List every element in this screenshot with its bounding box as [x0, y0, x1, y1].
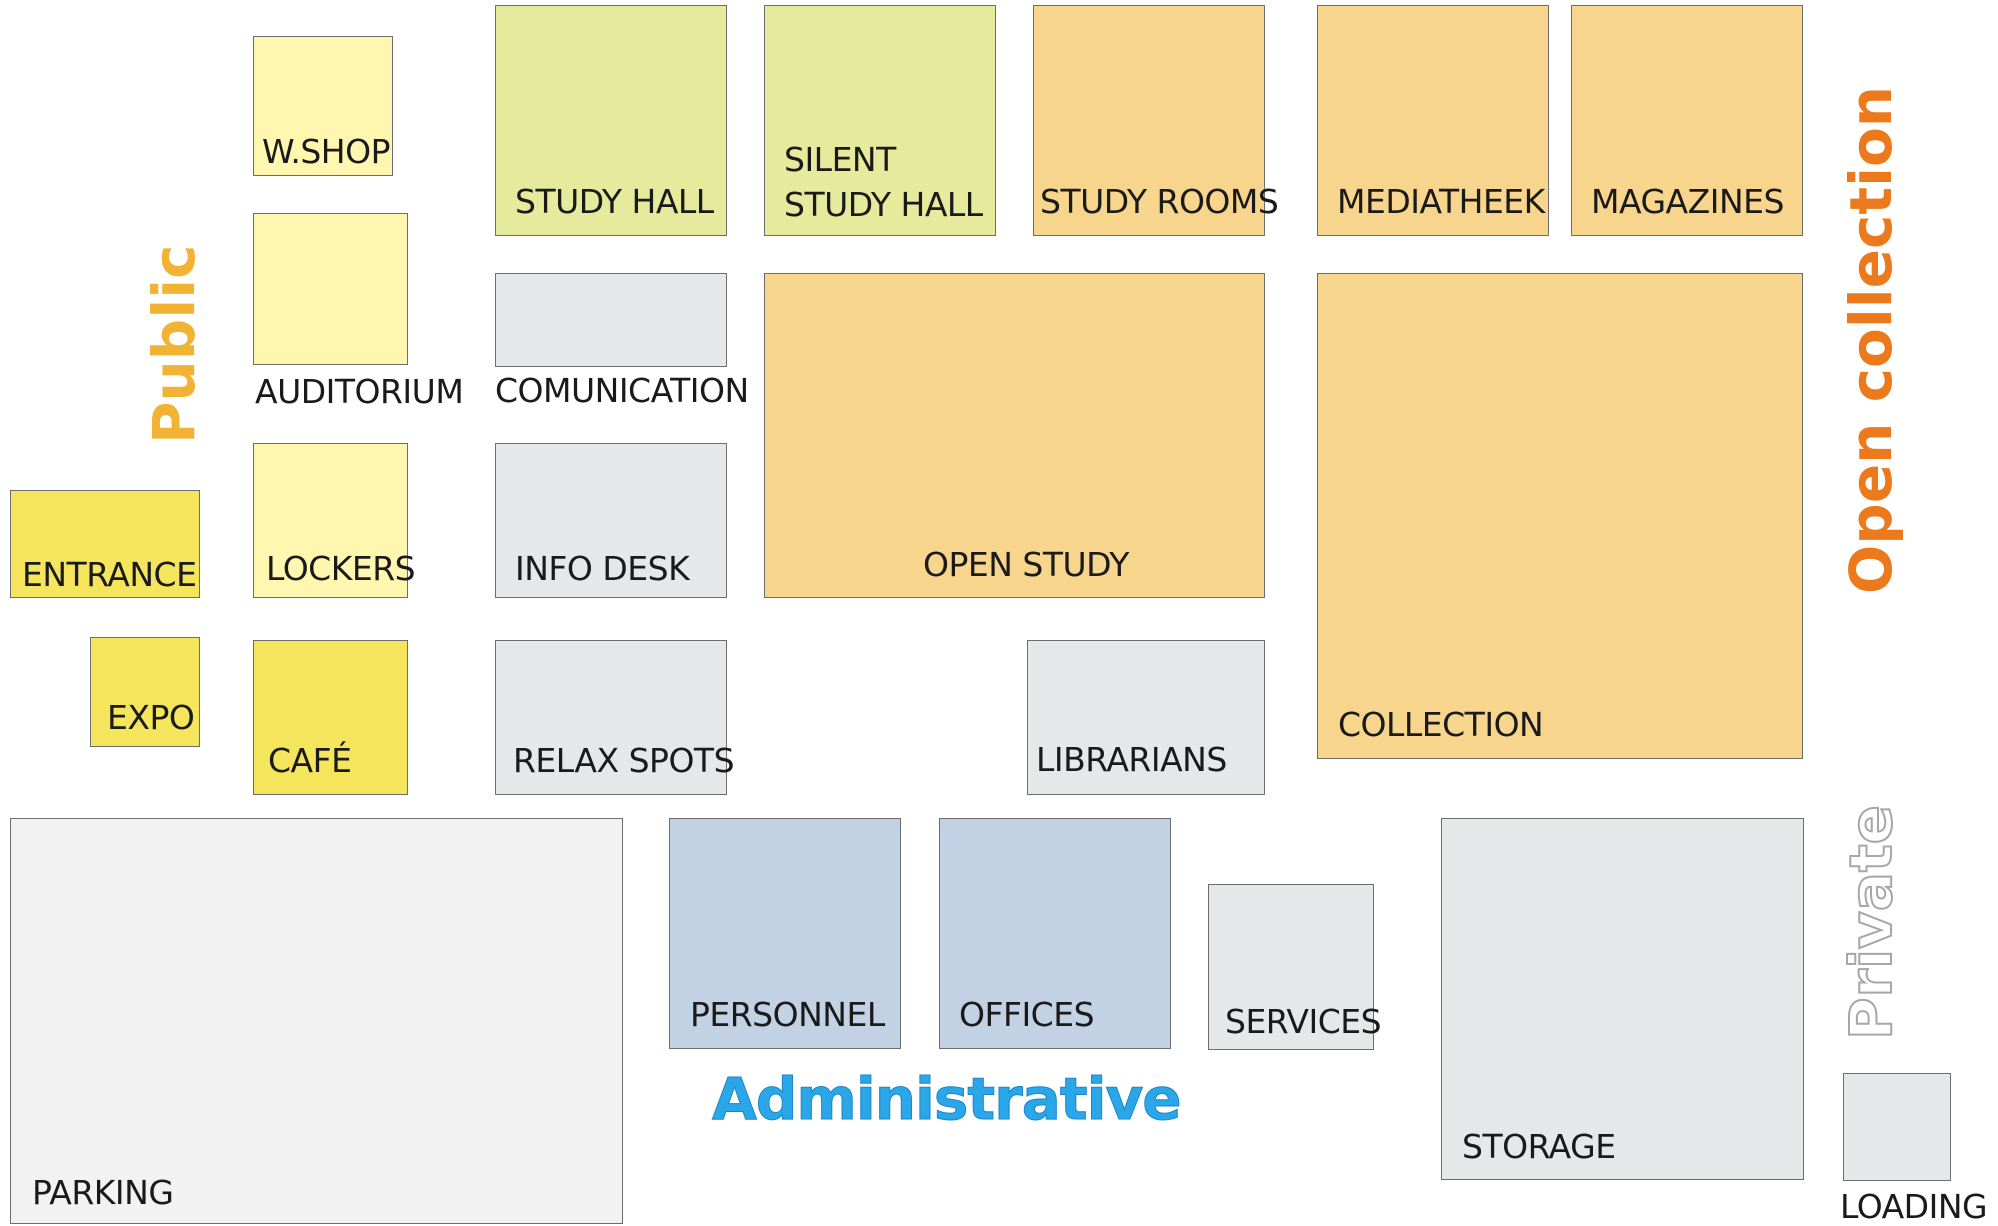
room-study-hall-label: STUDY HALL — [515, 182, 714, 221]
room-open-study-label: OPEN STUDY — [923, 545, 1129, 584]
room-wshop — [253, 36, 393, 176]
room-offices-label: OFFICES — [959, 995, 1095, 1034]
room-storage-label: STORAGE — [1462, 1127, 1616, 1166]
room-study-rooms — [1033, 5, 1265, 236]
room-auditorium-label: AUDITORIUM — [255, 372, 464, 411]
room-librarians-label: LIBRARIANS — [1036, 740, 1227, 779]
room-lockers-label: LOCKERS — [266, 549, 416, 588]
room-relax-spots — [495, 640, 727, 795]
room-personnel-label: PERSONNEL — [690, 995, 885, 1034]
room-comunication-label: COMUNICATION — [495, 371, 749, 410]
room-mediatheek — [1317, 5, 1549, 236]
group-label-administrative: Administrative — [712, 1065, 1183, 1133]
room-study-rooms-label: STUDY ROOMS — [1040, 182, 1279, 221]
room-silent-study-hall — [764, 5, 996, 236]
room-relax-spots-label: RELAX SPOTS — [513, 741, 735, 780]
room-parking-label: PARKING — [32, 1173, 174, 1212]
room-open-study — [764, 273, 1265, 598]
room-expo — [90, 637, 200, 747]
room-entrance-label: ENTRANCE — [22, 555, 197, 594]
room-storage — [1441, 818, 1804, 1180]
room-entrance — [10, 490, 200, 598]
room-expo-label: EXPO — [107, 698, 195, 737]
room-lockers — [253, 443, 408, 598]
room-librarians — [1027, 640, 1265, 795]
room-auditorium — [253, 213, 408, 365]
room-offices — [939, 818, 1171, 1049]
room-mediatheek-label: MEDIATHEEK — [1337, 182, 1545, 221]
room-silent-study-hall-label-line2: STUDY HALL — [784, 185, 983, 224]
group-label-public: Public — [140, 244, 208, 444]
room-services-label: SERVICES — [1225, 1002, 1382, 1041]
room-comunication — [495, 273, 727, 367]
room-cafe-label: CAFÉ — [268, 741, 352, 780]
group-label-private: Private — [1836, 804, 1906, 1041]
room-cafe — [253, 640, 408, 795]
room-info-desk-label: INFO DESK — [515, 549, 690, 588]
room-study-hall — [495, 5, 727, 236]
room-wshop-label: W.SHOP — [262, 132, 390, 171]
room-personnel — [669, 818, 901, 1049]
group-label-open-collection: Open collection — [1837, 85, 1905, 594]
room-magazines-label: MAGAZINES — [1591, 182, 1784, 221]
room-info-desk — [495, 443, 727, 598]
room-magazines — [1571, 5, 1803, 236]
room-loading-label: LOADING — [1840, 1187, 1988, 1226]
room-silent-study-hall-label-line1: SILENT — [784, 140, 896, 179]
room-services — [1208, 884, 1374, 1050]
room-parking — [10, 818, 623, 1224]
room-loading — [1843, 1073, 1951, 1181]
room-collection-label: COLLECTION — [1338, 705, 1544, 744]
room-collection — [1317, 273, 1803, 759]
